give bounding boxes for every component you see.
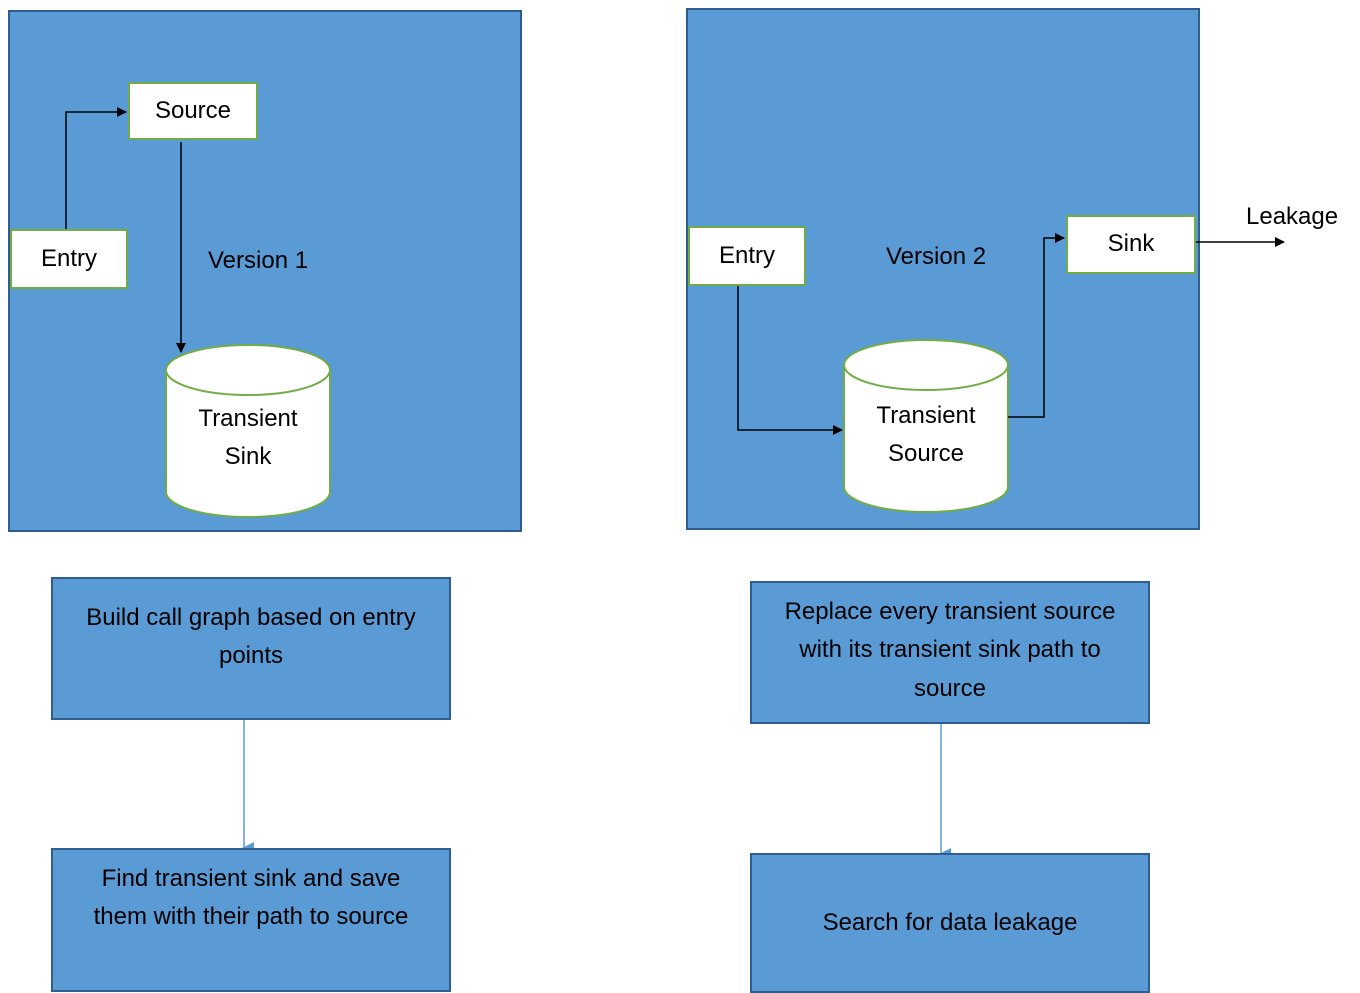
step-search-data-leakage-text: Search for data leakage	[822, 908, 1078, 936]
v1-entry-node: Entry	[10, 229, 128, 289]
v1-source-node: Source	[128, 82, 258, 140]
v1-entry-label: Entry	[40, 244, 97, 272]
v2-transient-source-text: Transient Source	[844, 397, 1008, 474]
v1-source-label: Source	[154, 96, 232, 124]
step-build-call-graph-text: Build call graph based on entry points	[86, 604, 416, 670]
step-replace-transient-source-text: Replace every transient source with its …	[784, 598, 1116, 702]
v1-transient-sink-line2: Sink	[224, 443, 272, 471]
v2-entry-label: Entry	[718, 241, 775, 269]
leakage-label: Leakage	[1246, 203, 1339, 230]
v2-version-label: Version 2	[886, 243, 987, 270]
v2-entry-node: Entry	[688, 226, 806, 286]
step-find-transient-sink: Find transient sink and save them with t…	[51, 848, 451, 992]
step-build-call-graph: Build call graph based on entry points	[51, 577, 451, 720]
step-search-data-leakage: Search for data leakage	[750, 853, 1150, 993]
v1-transient-sink-text: Transient Sink	[166, 400, 330, 477]
v2-transient-source-line1: Transient	[876, 402, 976, 429]
v1-version-label: Version 1	[208, 247, 309, 274]
v2-sink-node: Sink	[1066, 215, 1196, 274]
step-replace-transient-source: Replace every transient source with its …	[750, 581, 1150, 724]
v2-sink-label: Sink	[1107, 230, 1155, 258]
v2-transient-source-line2: Source	[887, 440, 965, 468]
step-find-transient-sink-text: Find transient sink and save them with t…	[93, 865, 409, 931]
v1-transient-sink-line1: Transient	[198, 405, 298, 432]
